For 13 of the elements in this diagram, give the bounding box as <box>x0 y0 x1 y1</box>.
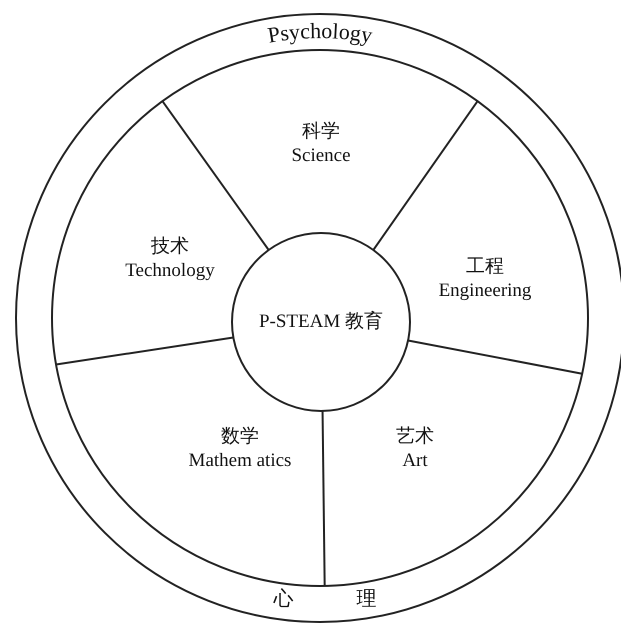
sector-label: 艺术 <box>395 425 435 449</box>
sector-label: Science <box>290 144 352 168</box>
sector-label: Technology <box>124 259 216 283</box>
sector-label: 工程 <box>465 255 505 279</box>
sector-label: Engineering <box>438 279 532 303</box>
sector-label: 技术 <box>150 235 190 259</box>
sector-label: 科学 <box>301 120 341 144</box>
center-label: P-STEAM 教育 <box>258 310 384 334</box>
sector-label: 数学 <box>220 425 260 449</box>
sector-label: Mathem atics <box>188 449 292 473</box>
sector-label: Art <box>401 449 429 473</box>
ring-label: 心 理 <box>272 587 378 612</box>
ring-label: Psychology <box>266 18 374 48</box>
